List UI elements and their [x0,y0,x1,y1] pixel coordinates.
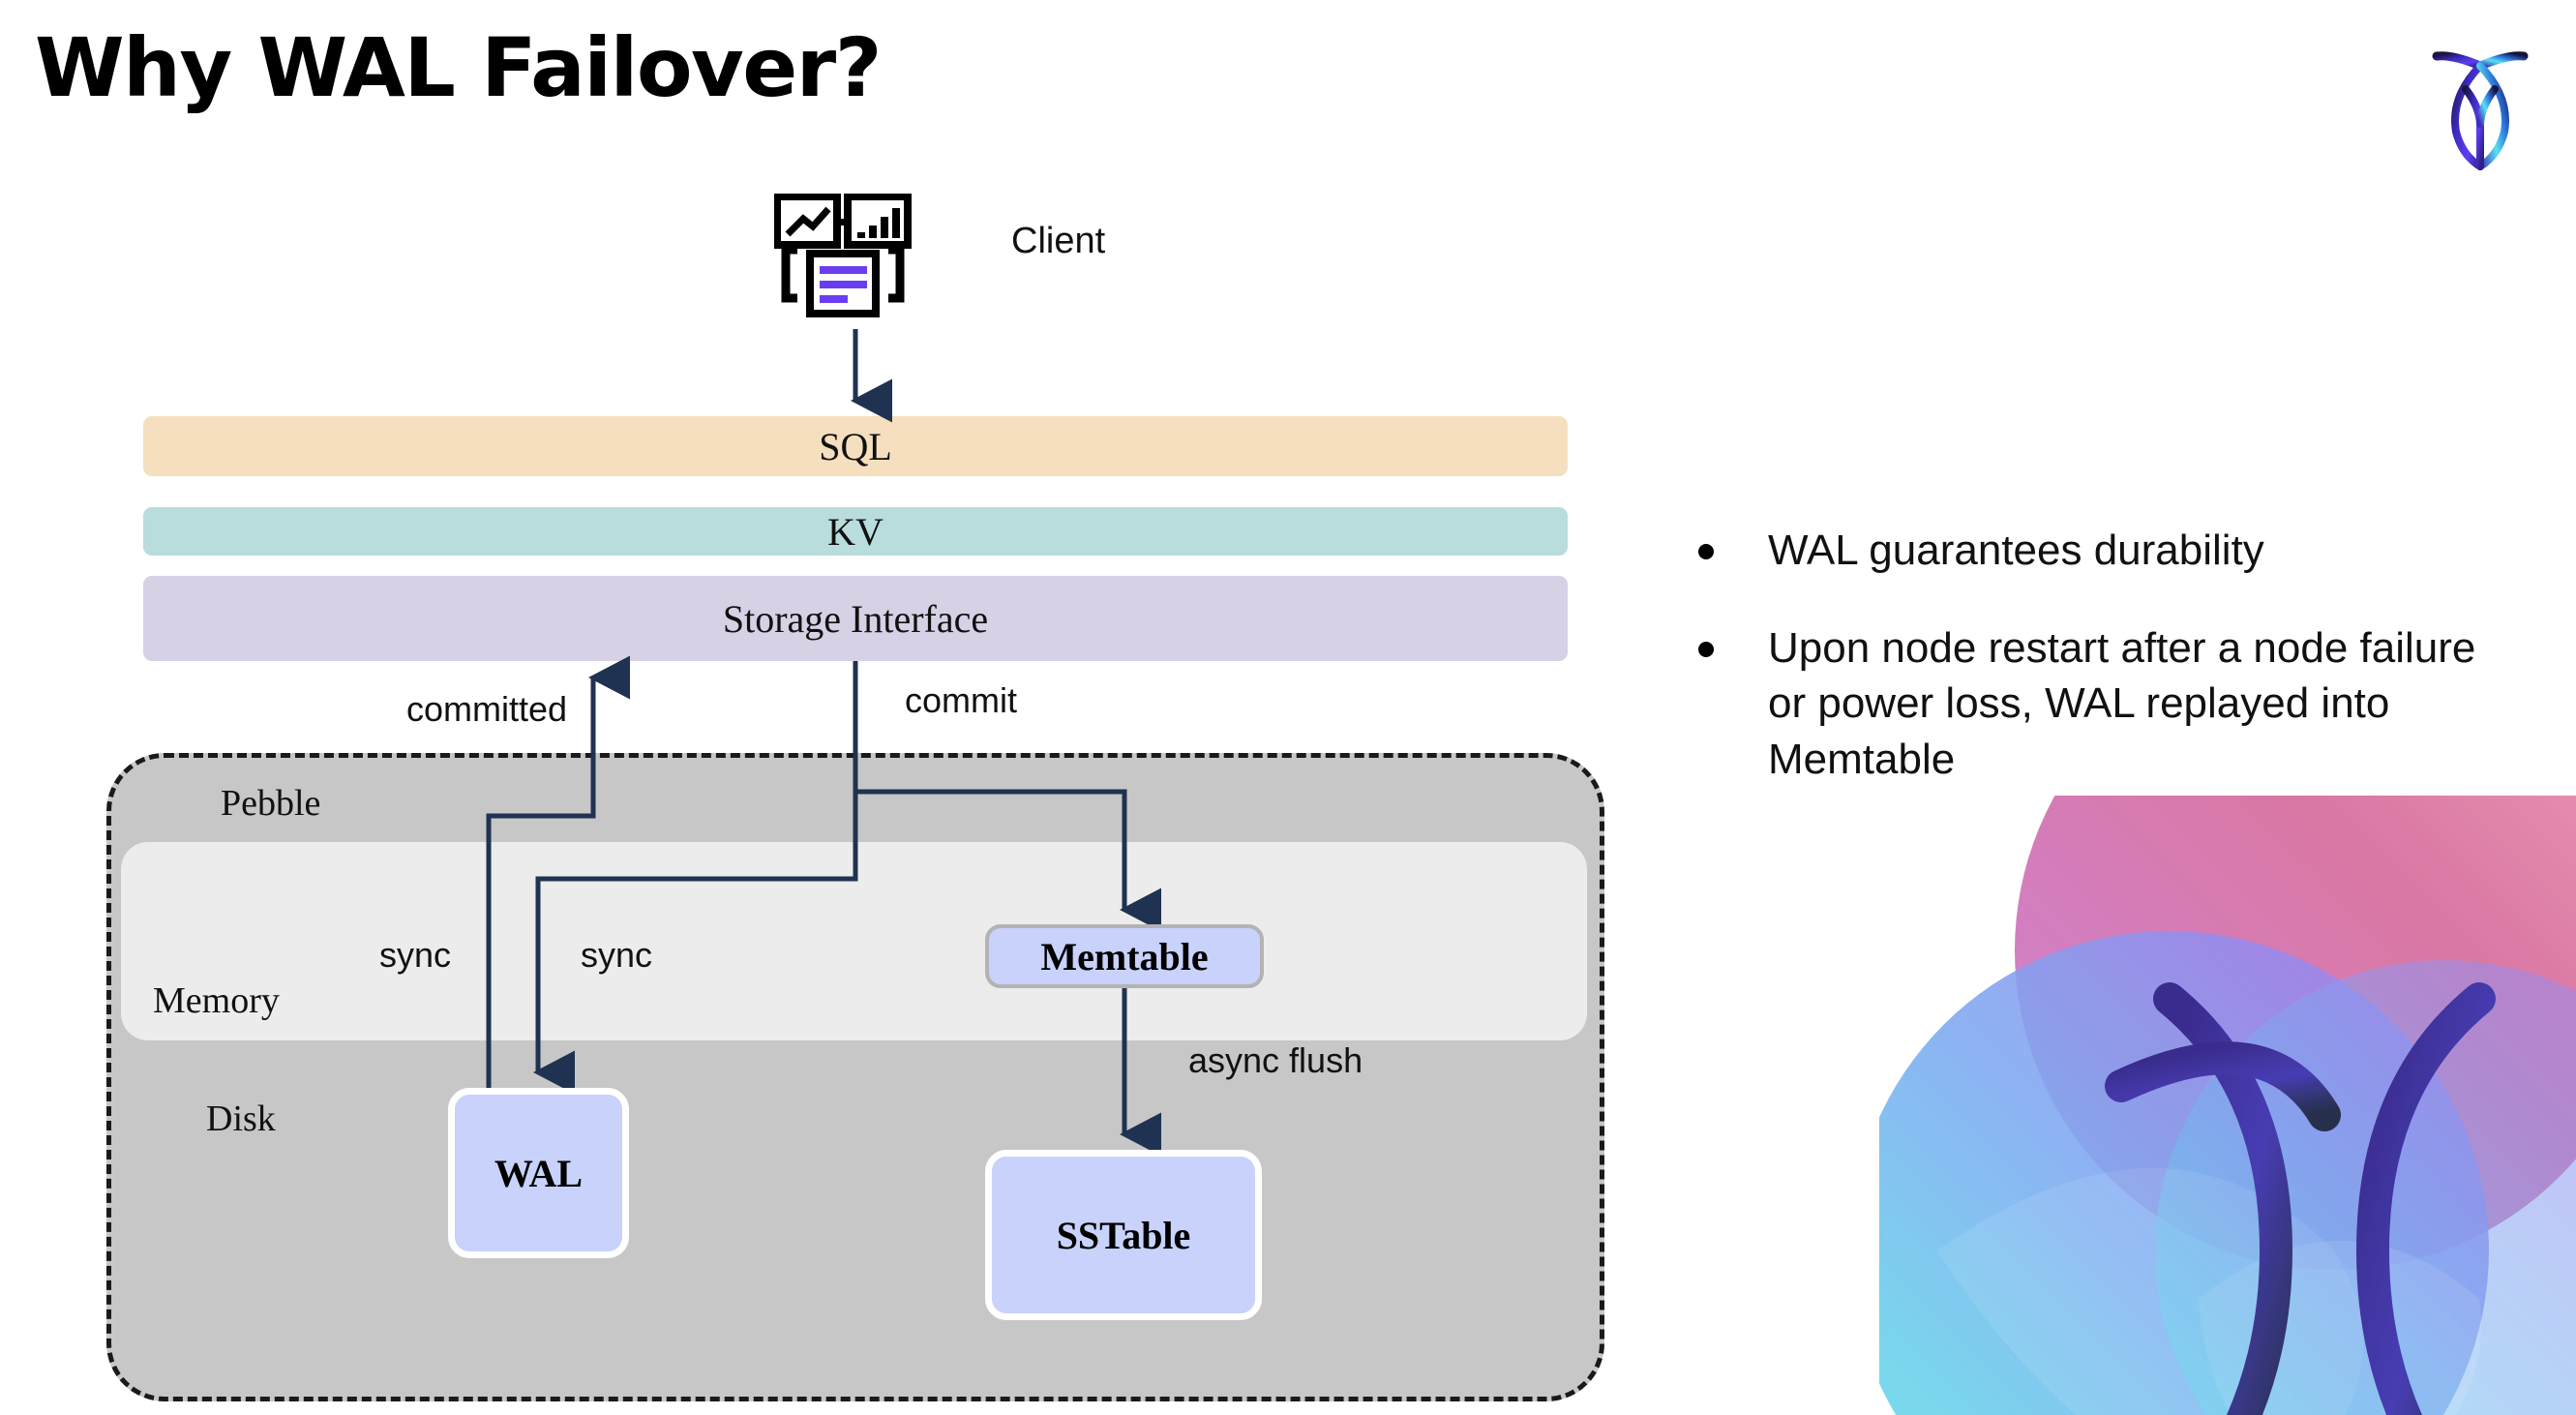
client-dashboard-icon [774,194,912,317]
node-sstable-label: SSTable [1056,1213,1191,1257]
bullet-dot-icon [1698,544,1714,559]
bullet-text: WAL guarantees durability [1768,527,2264,574]
edge-label-sync-right: sync [581,935,653,975]
decorative-brand-watermark [1879,796,2576,1415]
node-sstable: SSTable [985,1150,1262,1320]
layer-bar-sql: SQL [143,416,1568,476]
pebble-label: Pebble [221,783,321,824]
layer-bar-sql-label: SQL [819,424,892,468]
list-item: WAL guarantees durability [1698,523,2521,578]
bullet-text: Upon node restart after a node failure o… [1768,624,2476,783]
memory-label: Memory [153,980,280,1021]
edge-label-commit: commit [905,680,1017,720]
bullet-list: WAL guarantees durability Upon node rest… [1698,523,2521,829]
node-memtable-label: Memtable [1040,934,1209,978]
node-memtable: Memtable [985,924,1264,988]
page-title: Why WAL Failover? [35,20,882,115]
edge-label-sync-left: sync [379,935,452,975]
layer-bar-storage-interface: Storage Interface [143,576,1568,661]
layer-bar-kv-label: KV [827,509,884,554]
node-wal-label: WAL [494,1151,584,1195]
node-wal: WAL [448,1088,629,1258]
list-item: Upon node restart after a node failure o… [1698,620,2521,787]
edge-label-async-flush: async flush [1188,1040,1363,1080]
memory-region [121,842,1587,1040]
layer-bar-kv: KV [143,507,1568,556]
disk-label: Disk [206,1099,276,1139]
layer-bar-storage-label: Storage Interface [722,596,989,641]
client-label: Client [1011,221,1106,261]
cockroachdb-logo-icon [2432,51,2529,170]
edge-label-committed: committed [406,689,568,729]
bullet-dot-icon [1698,642,1714,658]
